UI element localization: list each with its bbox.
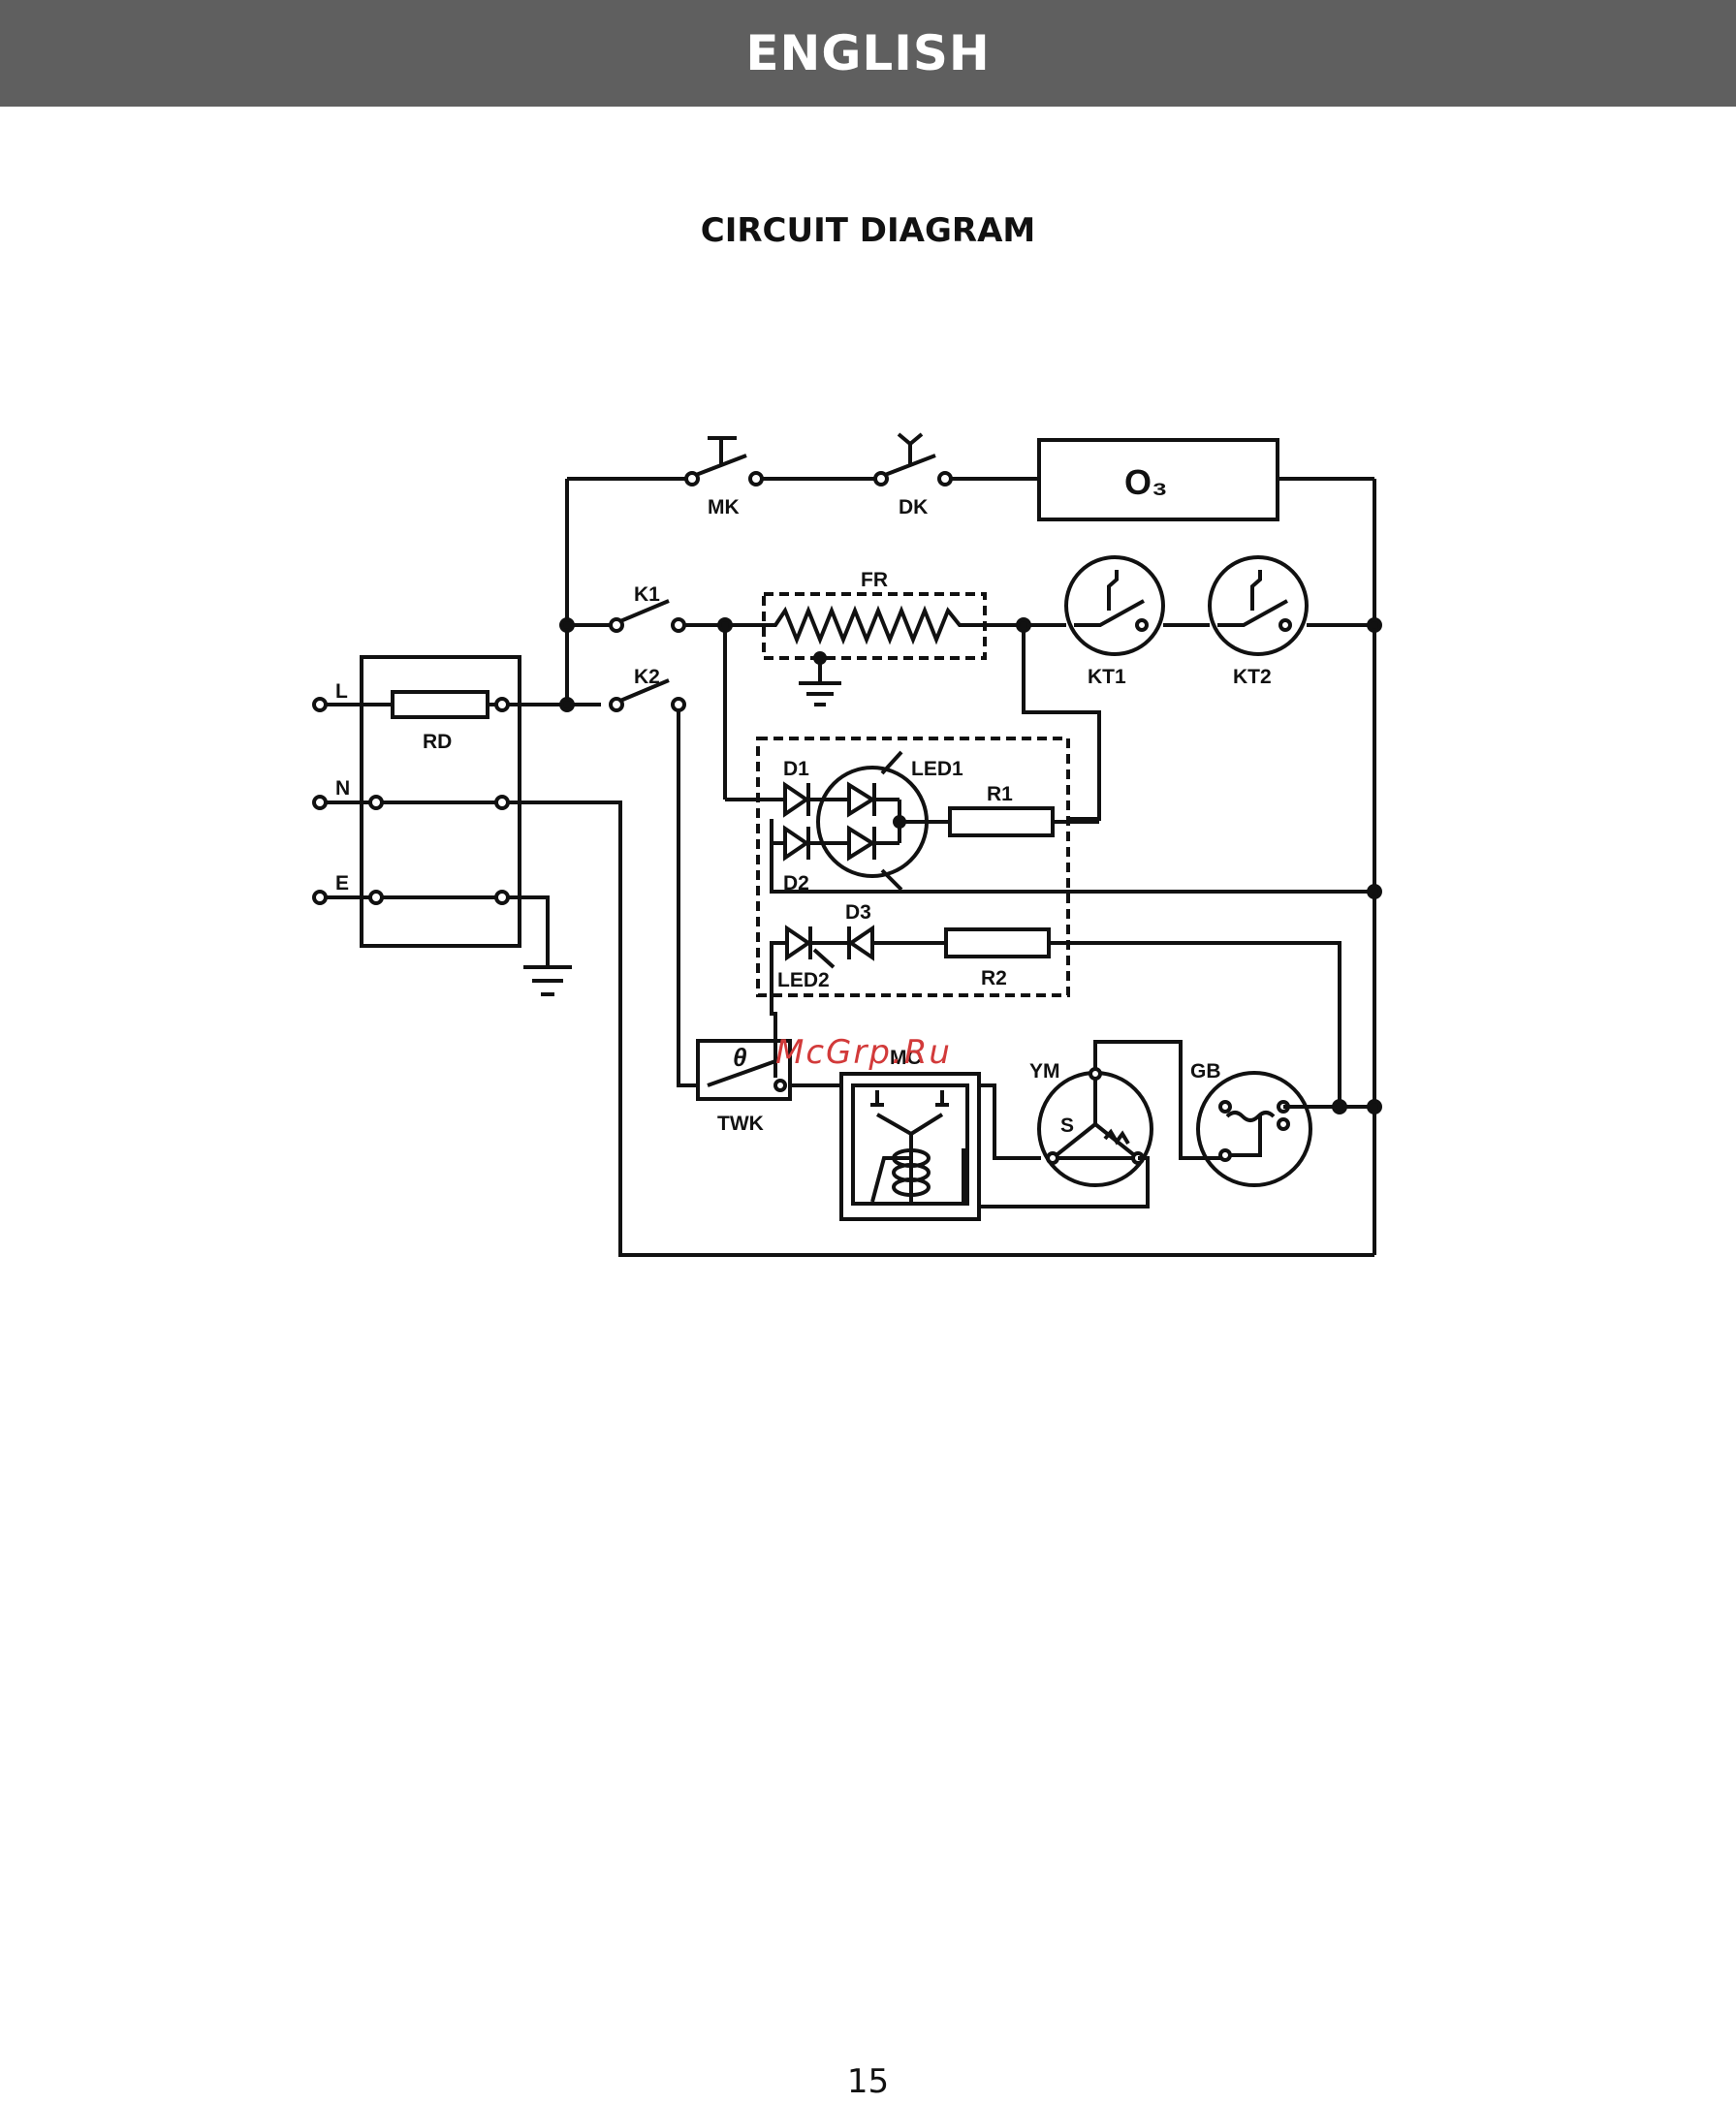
label-d3: D3	[845, 901, 871, 924]
label-ym: YM	[1029, 1060, 1060, 1083]
label-e: E	[335, 872, 349, 895]
label-led1: LED1	[911, 758, 963, 780]
label-r2: R2	[981, 967, 1007, 989]
heater-fr-icon	[764, 611, 985, 640]
label-kt2: KT2	[1233, 666, 1272, 688]
label-gb: GB	[1190, 1060, 1221, 1083]
terminal-block: L N E RD	[314, 657, 520, 946]
watermark-text: McGrp.Ru	[775, 1033, 952, 1072]
label-fr: FR	[861, 569, 888, 591]
label-r1: R1	[987, 783, 1013, 805]
resistor-r2-icon	[946, 929, 1049, 957]
label-theta: θ	[733, 1043, 747, 1072]
label-twk: TWK	[717, 1113, 764, 1135]
label-l: L	[335, 680, 348, 703]
overload-protector-gb: GB	[1190, 1060, 1374, 1185]
resistor-r1-icon	[950, 808, 1053, 835]
label-d1: D1	[783, 758, 809, 780]
diode-d2-icon	[785, 829, 806, 858]
label-n: N	[335, 777, 350, 800]
language-label: ENGLISH	[745, 25, 990, 81]
live-bus	[506, 479, 611, 710]
label-k1: K1	[634, 583, 660, 606]
top-branch: MK DK O₃	[567, 434, 1374, 519]
diode-d1-icon	[785, 785, 806, 814]
neutral-return	[506, 802, 1374, 1255]
label-dk: DK	[899, 496, 928, 518]
header-band: ENGLISH	[0, 0, 1736, 107]
diode-d3-icon	[851, 928, 872, 957]
led2-icon	[787, 928, 808, 957]
starter-relay-mc: MC	[841, 1047, 979, 1219]
label-led2: LED2	[777, 969, 830, 991]
overload-gb-icon	[1198, 1073, 1310, 1185]
label-k2: K2	[634, 666, 660, 688]
label-ozone: O₃	[1124, 462, 1168, 502]
right-bus	[1369, 479, 1380, 1255]
compressor-motor-ym: YM S	[979, 1042, 1223, 1207]
label-s: S	[1060, 1114, 1074, 1137]
k2-branch: K2	[611, 666, 698, 1085]
label-mk: MK	[708, 496, 740, 518]
circuit-diagram: L N E RD MK DK O₃	[291, 417, 1435, 1289]
label-kt1: KT1	[1088, 666, 1126, 688]
fuse-rd-icon	[393, 692, 488, 717]
section-title: CIRCUIT DIAGRAM	[0, 211, 1736, 250]
label-d2: D2	[783, 872, 809, 895]
page-number: 15	[0, 2062, 1736, 2101]
label-rd: RD	[423, 731, 452, 753]
